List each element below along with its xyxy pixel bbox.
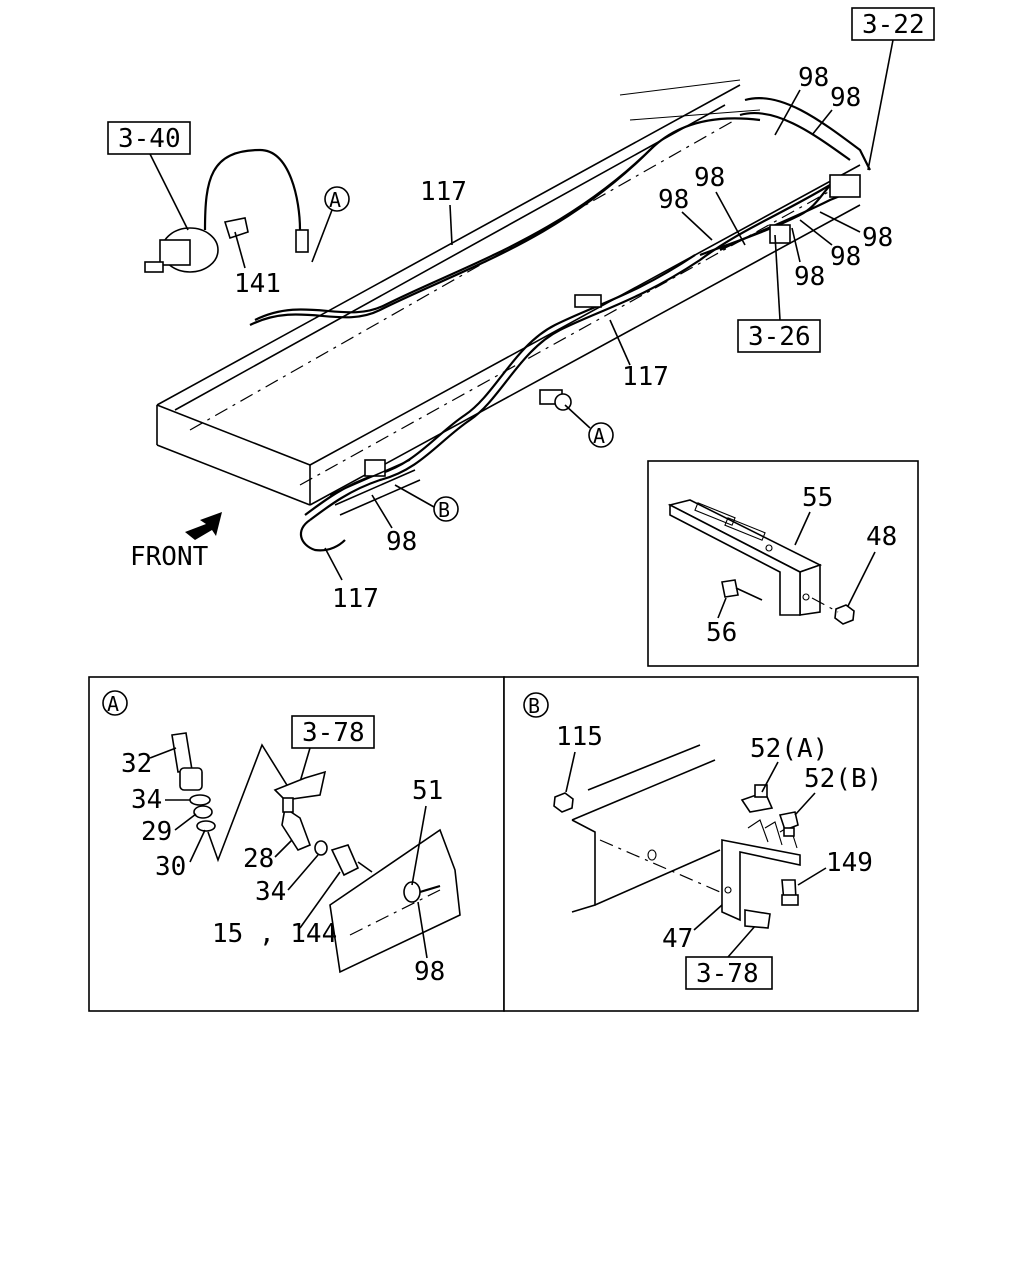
fuel-line-98 (699, 97, 871, 257)
svg-text:A: A (329, 188, 341, 212)
detail-b-callout: B (528, 694, 540, 718)
label-a-34b: 34 (255, 877, 286, 907)
label-55: 55 (802, 483, 833, 513)
label-98-6: 98 (830, 242, 861, 272)
label-a-28: 28 (243, 844, 274, 874)
fuel-filter (144, 148, 309, 273)
label-98-2: 98 (830, 83, 861, 113)
label-48: 48 (866, 522, 897, 552)
label-117-mid: 117 (622, 362, 669, 392)
label-98-7: 98 (794, 262, 825, 292)
label-b-52b: 52(B) (804, 764, 882, 794)
label-141: 141 (234, 269, 281, 299)
label-b-47: 47 (662, 924, 693, 954)
label-b-115: 115 (556, 722, 603, 752)
label-98-4: 98 (658, 185, 689, 215)
label-56: 56 (706, 618, 737, 648)
label-a-32: 32 (121, 749, 152, 779)
label-a-15-144: 15 , 144 (212, 919, 337, 949)
label-117-bottom: 117 (332, 584, 379, 614)
ref-3-40-text: 3-40 (118, 124, 181, 154)
inset-bracket-panel (647, 460, 919, 667)
label-a-51: 51 (412, 776, 443, 806)
svg-text:A: A (593, 424, 605, 448)
detail-b-panel: B 3-78 (503, 676, 919, 1012)
callout-b-main: B (433, 496, 459, 522)
label-b-149: 149 (826, 848, 873, 878)
ref-3-22-text: 3-22 (862, 10, 925, 40)
label-98-1: 98 (798, 63, 829, 93)
label-98-8: 98 (386, 527, 417, 557)
ref-3-26-text: 3-26 (748, 322, 811, 352)
callout-a-mid: A (588, 422, 614, 448)
label-a-34: 34 (131, 785, 162, 815)
detail-a-callout: A (107, 692, 119, 716)
label-a-98: 98 (414, 957, 445, 987)
front-label: FRONT (130, 542, 209, 572)
label-98-5: 98 (862, 223, 893, 253)
detail-a-ref-3-78: 3-78 (302, 718, 365, 748)
svg-text:B: B (438, 498, 450, 522)
detail-a-panel: A 3-78 (88, 676, 505, 1012)
front-arrow-icon (185, 512, 222, 540)
label-b-52a: 52(A) (750, 734, 828, 764)
label-117-top: 117 (420, 177, 467, 207)
ref-box-3-26: 3-26 (737, 319, 821, 353)
callout-a-top: A (324, 186, 350, 212)
fuel-line-117 (249, 117, 831, 552)
label-a-30: 30 (155, 852, 186, 882)
label-98-3: 98 (694, 163, 725, 193)
label-a-29: 29 (141, 817, 172, 847)
frame-rail (156, 79, 861, 506)
ref-box-3-40: 3-40 (107, 121, 191, 155)
ref-box-3-22: 3-22 (851, 7, 935, 41)
detail-b-ref-3-78: 3-78 (696, 959, 759, 989)
